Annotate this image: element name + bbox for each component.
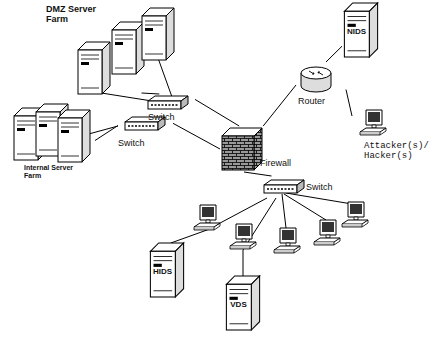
server-farm: DMZ Server Farm — [44, 2, 174, 93]
node-label: Firewall — [260, 158, 314, 168]
network-link — [95, 126, 118, 141]
network-link — [195, 99, 239, 126]
node-label: NIDS — [342, 27, 371, 37]
router: Router — [296, 62, 346, 108]
network-link — [142, 93, 160, 94]
ids-server: NIDS — [342, 3, 380, 57]
network-link — [326, 46, 342, 62]
node-label: Switch — [148, 112, 188, 122]
node-label: VDS — [224, 300, 253, 310]
node-label: DMZ Server Farm — [46, 4, 104, 24]
firewall-icon — [222, 128, 262, 170]
node-label: Switch — [306, 182, 346, 192]
network-link — [244, 172, 272, 176]
server-farm: Internal Server Farm — [10, 100, 95, 190]
network-link — [346, 90, 352, 116]
network-switch: Switch — [258, 176, 348, 198]
network-link — [173, 123, 220, 149]
node-label: Switch — [118, 138, 158, 148]
firewall: Firewall — [220, 126, 316, 172]
network-link — [171, 198, 267, 243]
network-link — [263, 85, 296, 126]
ids-server: HIDS — [148, 243, 186, 297]
network-switch: Switch — [140, 94, 195, 130]
network-switch: Switch — [118, 112, 173, 157]
attacker-pc: Attacker(s)/ Hacker(s) — [352, 104, 440, 184]
node-label: Attacker(s)/ Hacker(s) — [364, 141, 436, 161]
node-label: Internal Server Farm — [24, 164, 80, 180]
node-label: Router — [298, 96, 342, 106]
node-label: HIDS — [148, 267, 177, 277]
ids-server: VDS — [224, 276, 262, 330]
